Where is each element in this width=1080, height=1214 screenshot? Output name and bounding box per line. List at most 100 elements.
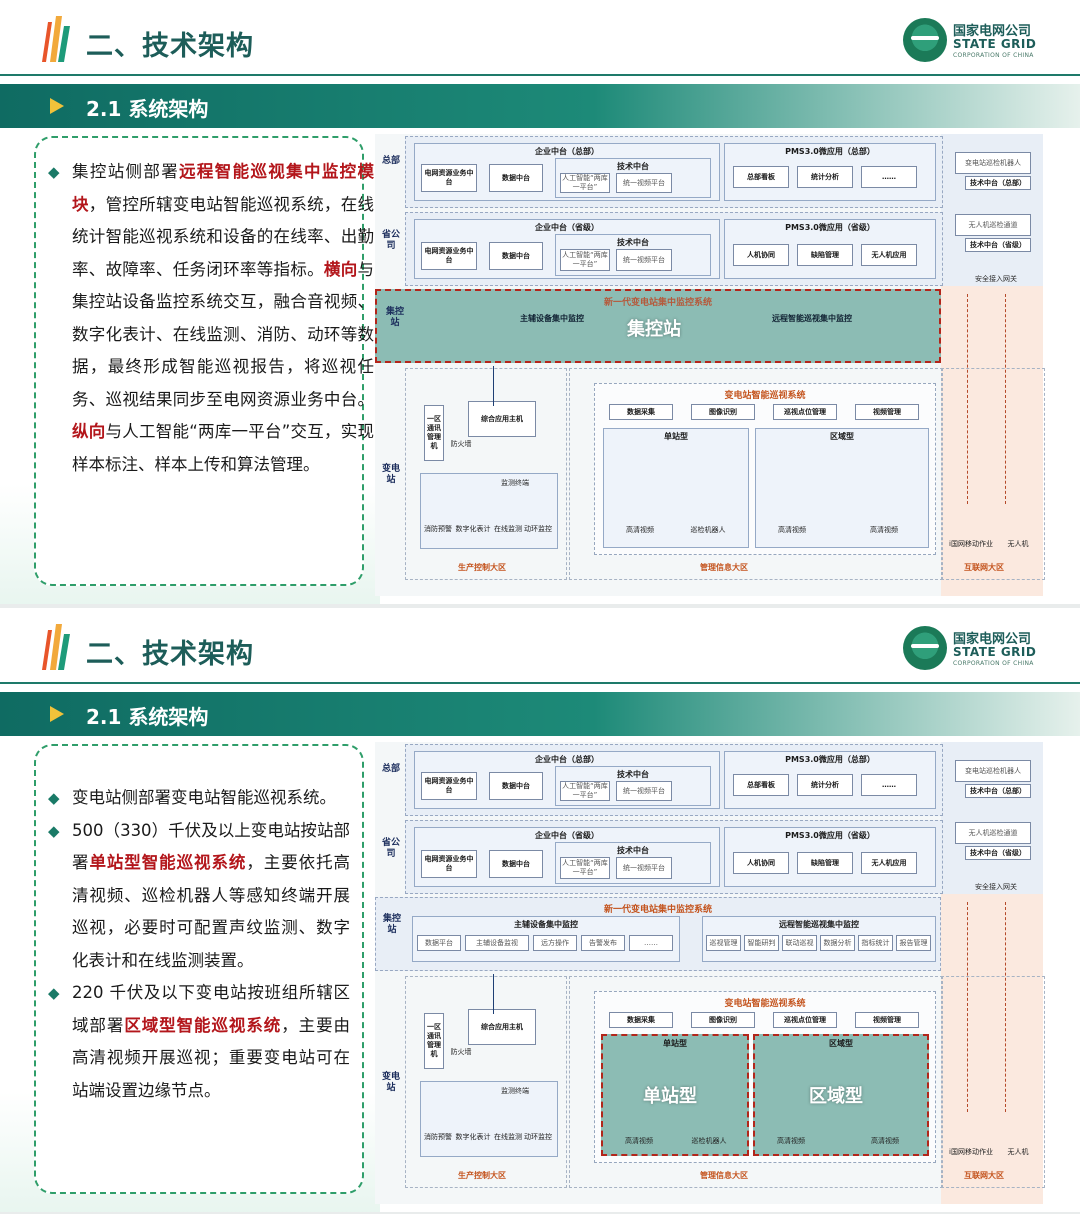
tech-mid-hq-box: 技术中台（总部） bbox=[965, 784, 1031, 798]
text: ，主要依托高清视频、巡检机器人等感知终端开展巡视，必要时可配置声纹监测、数字化表… bbox=[72, 853, 351, 970]
group-title: PMS3.0微应用（总部） bbox=[785, 147, 875, 156]
brand-subtitle: CORPORATION OF CHINA bbox=[953, 660, 1034, 667]
row-label-ctrl: 集控站 bbox=[382, 914, 401, 935]
pms-app-prov: PMS3.0微应用（省级） 人机协同 缺陷管理 无人机应用 bbox=[724, 827, 936, 887]
app-box: 人机协同 bbox=[733, 244, 789, 266]
func-box: 巡视点位管理 bbox=[773, 1012, 837, 1028]
area-station-panel-highlight: 区域型 区域型 高清视频 高清视频 bbox=[753, 1034, 929, 1156]
brand-name-cn: 国家电网公司 bbox=[953, 632, 1032, 647]
header-divider bbox=[0, 74, 1080, 76]
bullet-item: ◆500（330）千伏及以上变电站按站部署单站型智能巡视系统，主要依托高清视频、… bbox=[48, 815, 350, 978]
robot-uav-box: 变电站巡检机器人 bbox=[955, 760, 1031, 782]
bullet-list: ◆变电站侧部署变电站智能巡视系统。 ◆500（330）千伏及以上变电站按站部署单… bbox=[48, 782, 350, 1107]
func-box: 数据采集 bbox=[609, 1012, 673, 1028]
bullet-item: ◆变电站侧部署变电站智能巡视系统。 bbox=[48, 782, 350, 815]
group-title: 企业中台（总部） bbox=[535, 147, 599, 156]
zone-label: 生产控制大区 bbox=[458, 1171, 506, 1180]
sensor-label: 在线监测 bbox=[494, 1133, 522, 1141]
ctrl-left-group: 主辅设备集中监控 数据平台 主辅设备监视 远方操作 告警发布 …… bbox=[412, 916, 680, 962]
overlay-label-single: 单站型 bbox=[643, 1086, 697, 1107]
ctrl-right-title: 远程智能巡视集中监控 bbox=[772, 314, 852, 323]
app-box: 总部看板 bbox=[733, 166, 789, 188]
robot-uav-box: 无人机巡检通道 bbox=[955, 822, 1031, 844]
zone-label: 互联网大区 bbox=[964, 563, 1004, 572]
video-platform-box: 统一视频平台 bbox=[616, 249, 672, 271]
connector-line bbox=[493, 974, 494, 1014]
tech-mid-prov: 技术中台 人工智能“两库一平台” 统一视频平台 bbox=[555, 234, 711, 276]
row-hq: 企业中台（总部） 电网资源业务中台 数据中台 技术中台 人工智能“两库一平台” … bbox=[405, 744, 943, 816]
ctrl-item: 巡视管理 bbox=[706, 935, 741, 951]
app-box: …… bbox=[861, 166, 917, 188]
data-mid-box: 数据中台 bbox=[489, 772, 543, 800]
section-title: 2.1 系统架构 bbox=[86, 97, 209, 121]
row-label-sub: 变电站 bbox=[381, 464, 400, 485]
ctrl-right-group: 远程智能巡视集中监控 巡视管理 智能研判 联动巡视 数据分析 指标统计 报告管理 bbox=[702, 916, 936, 962]
panel-title: 单站型 bbox=[664, 432, 688, 441]
brand-name-cn: 国家电网公司 bbox=[953, 24, 1032, 39]
text: ，管控所辖变电站智能巡视系统，在线统计智能巡视系统和设备的在线率、出勤率、故障率… bbox=[72, 194, 375, 279]
gateway-label: 安全接入网关 bbox=[975, 275, 1017, 283]
pms-app-hq: PMS3.0微应用（总部） 总部看板 统计分析 …… bbox=[724, 143, 936, 201]
group-title: 技术中台 bbox=[617, 770, 649, 779]
sensor-label: 数字化表计 bbox=[455, 525, 491, 533]
panel-title: 区域型 bbox=[829, 1039, 853, 1048]
ctrl-item: 指标统计 bbox=[858, 935, 893, 951]
robot-uav-box: 变电站巡检机器人 bbox=[955, 152, 1031, 174]
row-province: 企业中台（省级） 电网资源业务中台 数据中台 技术中台 人工智能“两库一平台” … bbox=[405, 820, 943, 894]
ctrl-left-title: 主辅设备集中监控 bbox=[520, 314, 584, 323]
ctrl-item: …… bbox=[629, 935, 673, 951]
tech-mid-hq-box: 技术中台（总部） bbox=[965, 176, 1031, 190]
zone-label: 生产控制大区 bbox=[458, 563, 506, 572]
text: ，主要由高清视频开展巡视；重要变电站可在站端设置边缘节点。 bbox=[72, 1015, 351, 1100]
zone-label: 互联网大区 bbox=[964, 1171, 1004, 1180]
group-title: 技术中台 bbox=[617, 162, 649, 171]
zone-internet: 互联网大区 i国网移动作业 无人机 bbox=[941, 368, 1045, 580]
group-title: 技术中台 bbox=[617, 846, 649, 855]
paragraph: ◆ 集控站侧部署远程智能巡视集中监控模块，管控所辖变电站智能巡视系统，在线统计智能… bbox=[48, 156, 374, 481]
single-station-panel: 单站型 高清视频 巡检机器人 bbox=[603, 428, 749, 548]
page-title: 二、技术架构 bbox=[86, 639, 254, 670]
ctrl-item: 报告管理 bbox=[896, 935, 931, 951]
architecture-diagram: 总部 企业中台（总部） 电网资源业务中台 数据中台 技术中台 人工智能“两库一平… bbox=[375, 134, 1045, 596]
state-grid-logo-icon bbox=[903, 626, 947, 670]
video-platform-box: 统一视频平台 bbox=[616, 781, 672, 801]
func-box: 视频管理 bbox=[855, 1012, 919, 1028]
text: 变电站侧部署变电站智能巡视系统。 bbox=[72, 788, 336, 807]
grid-resource-box: 电网资源业务中台 bbox=[421, 242, 477, 270]
comm-host-box: 综合应用主机 bbox=[468, 1009, 536, 1045]
highlight-text: 横向 bbox=[323, 259, 358, 279]
sensor-label: 数字化表计 bbox=[455, 1133, 491, 1141]
app-box: 人机协同 bbox=[733, 852, 789, 874]
text: 220 千伏及以下变电站按班组所辖区域部署 bbox=[72, 983, 350, 1035]
right-column-internet bbox=[941, 286, 1043, 596]
patrol-system-title: 变电站智能巡视系统 bbox=[724, 999, 806, 1009]
panel-title: 区域型 bbox=[830, 432, 854, 441]
brand-subtitle: CORPORATION OF CHINA bbox=[953, 52, 1034, 59]
highlight-text: 区域型智能巡视系统 bbox=[124, 1015, 282, 1035]
group-title: 技术中台 bbox=[617, 238, 649, 247]
text: 集控站侧部署 bbox=[72, 162, 180, 181]
func-box: 巡视点位管理 bbox=[773, 404, 837, 420]
diamond-bullet-icon: ◆ bbox=[48, 163, 60, 181]
triangle-bullet-icon bbox=[50, 98, 64, 114]
row-label-sub: 变电站 bbox=[381, 1072, 400, 1093]
area-station-panel: 区域型 高清视频 高清视频 bbox=[755, 428, 929, 548]
group-title: 主辅设备集中监控 bbox=[514, 920, 578, 929]
row-label-ctrl: 集控站 bbox=[385, 307, 404, 328]
single-station-panel-highlight: 单站型 单站型 高清视频 巡检机器人 bbox=[601, 1034, 749, 1156]
group-title: PMS3.0微应用（省级） bbox=[785, 223, 875, 232]
row-label-prov: 省公司 bbox=[381, 230, 400, 251]
enterprise-mid-hq: 企业中台（总部） 电网资源业务中台 数据中台 技术中台 人工智能“两库一平台” … bbox=[414, 143, 720, 201]
sensor-label: 动环监控 bbox=[524, 1133, 552, 1141]
sensor-group: 监测终端 消防预警 数字化表计 在线监测 动环监控 bbox=[420, 473, 558, 549]
group-title: 远程智能巡视集中监控 bbox=[779, 920, 859, 929]
zone-label: 管理信息大区 bbox=[700, 1171, 748, 1180]
enterprise-mid-prov: 企业中台（省级） 电网资源业务中台 数据中台 技术中台 人工智能“两库一平台” … bbox=[414, 219, 720, 279]
monitor-label: 监测终端 bbox=[501, 479, 529, 487]
data-mid-box: 数据中台 bbox=[489, 242, 543, 270]
highlight-text: 远程智能巡视集中监控模块 bbox=[72, 162, 374, 214]
mobile-label: i国网移动作业 bbox=[949, 1148, 993, 1156]
group-title: 企业中台（总部） bbox=[535, 755, 599, 764]
tech-mid-prov-box: 技术中台（省级） bbox=[965, 846, 1031, 860]
func-box: 视频管理 bbox=[855, 404, 919, 420]
